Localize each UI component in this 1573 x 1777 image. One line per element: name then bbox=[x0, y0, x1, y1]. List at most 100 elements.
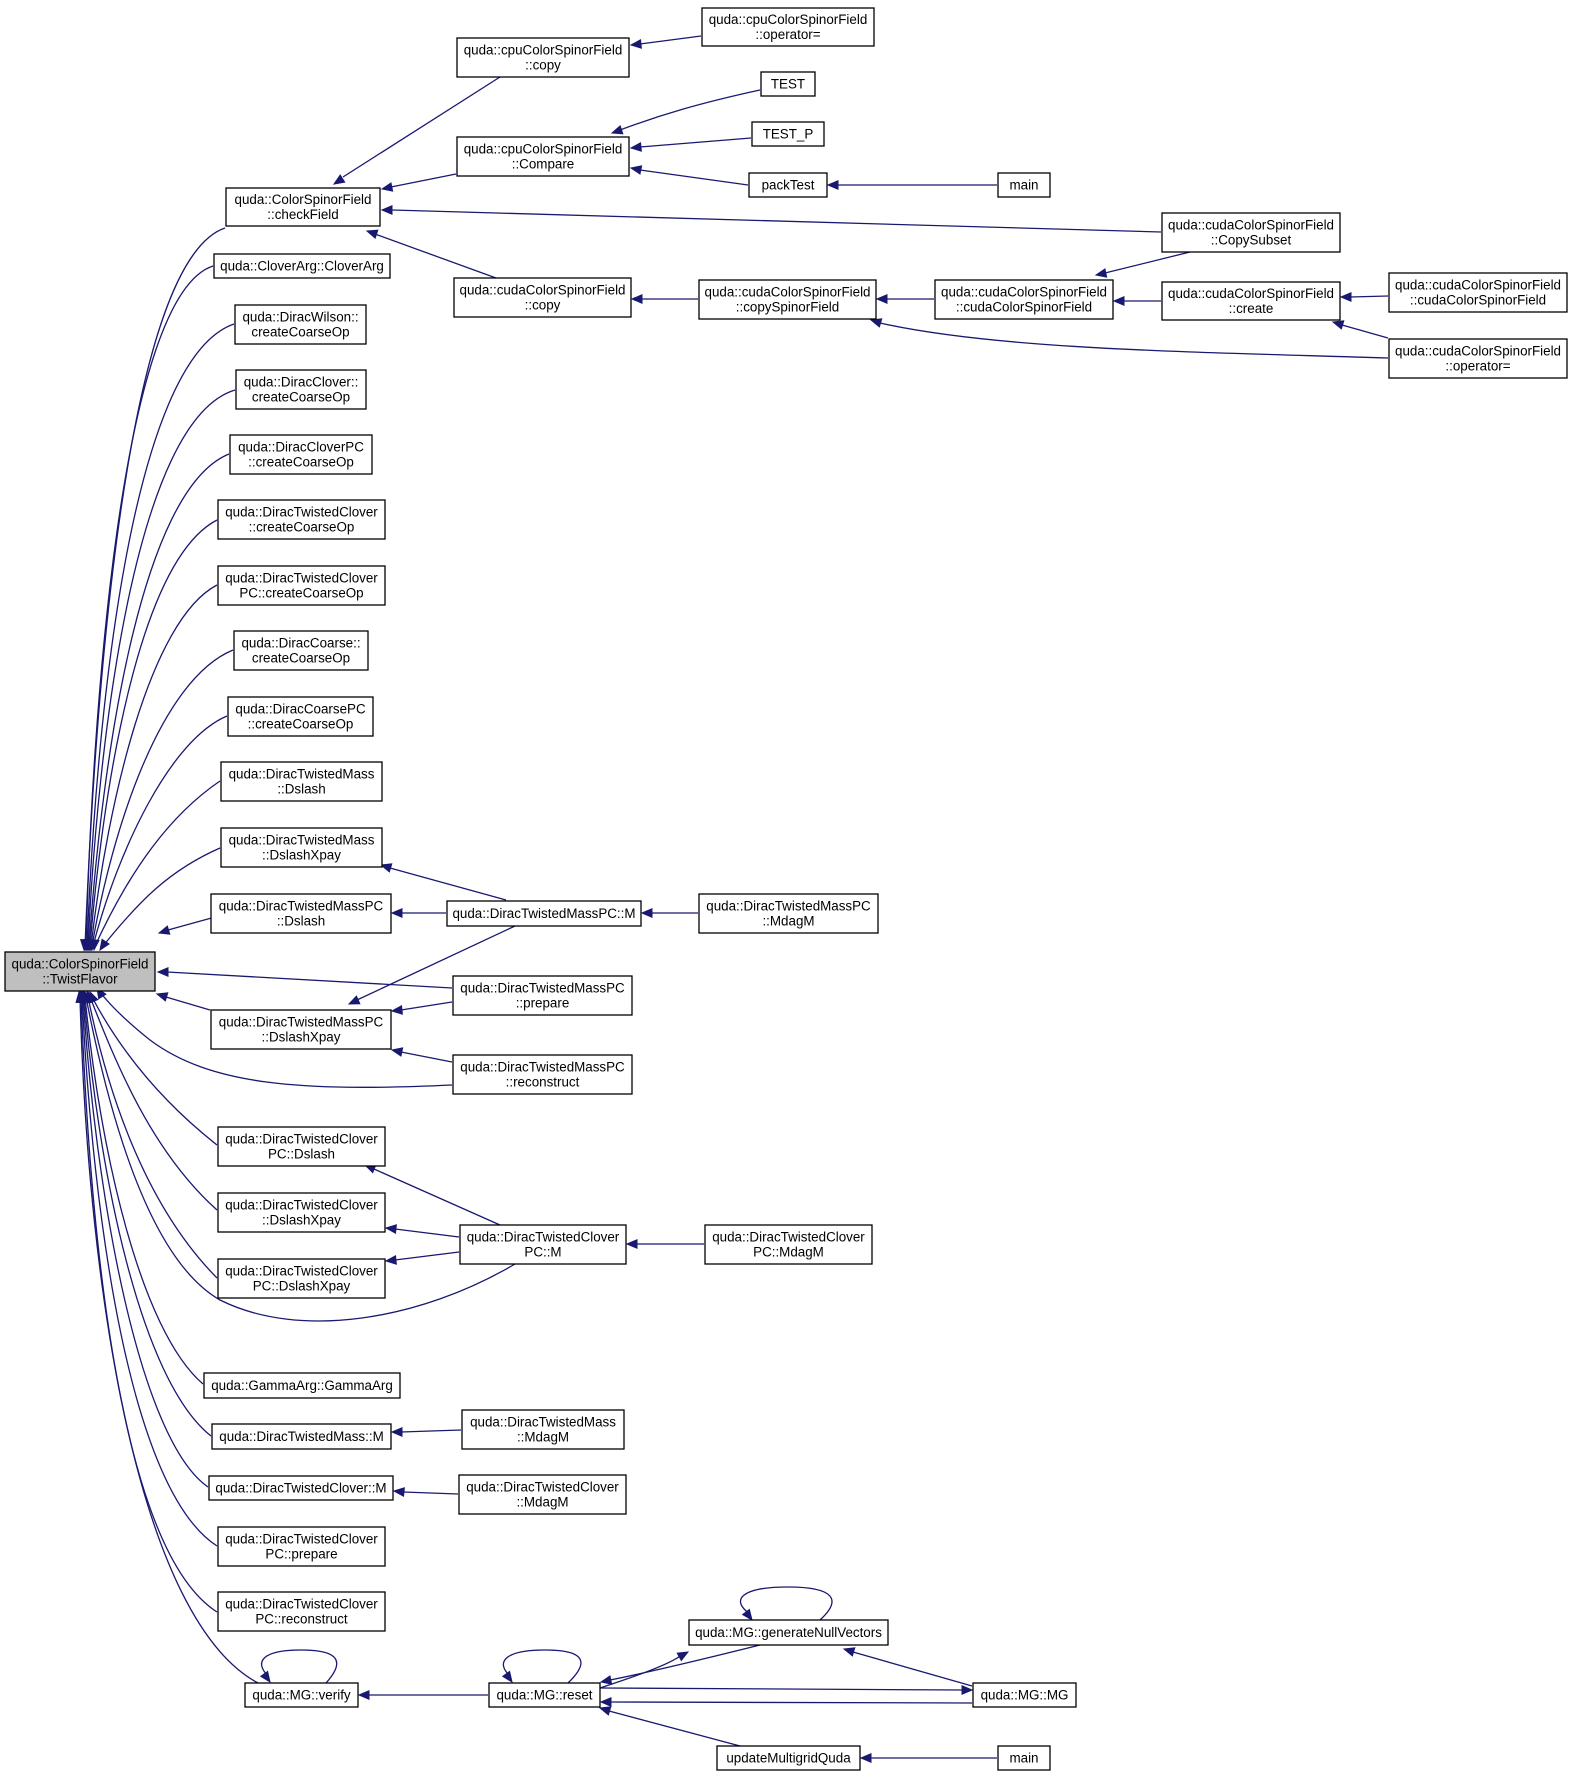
arrowhead-icon bbox=[390, 1427, 403, 1437]
node-box bbox=[698, 893, 879, 934]
graph-node[interactable]: quda::DiracTwistedCloverPC::createCoarse… bbox=[217, 565, 386, 606]
node-box bbox=[997, 172, 1051, 198]
call-edge bbox=[89, 780, 221, 952]
edge-line bbox=[88, 453, 230, 947]
node-label: quda::DiracTwistedClover::M bbox=[215, 1481, 386, 1496]
graph-node[interactable]: quda::DiracTwistedMassPC::Dslash bbox=[210, 893, 392, 934]
graph-node[interactable]: quda::DiracTwistedMassPC::MdagM bbox=[698, 893, 879, 934]
arrowhead-icon bbox=[1094, 268, 1108, 278]
graph-node[interactable]: quda::DiracTwistedMass::DslashXpay bbox=[220, 827, 383, 868]
node-label: quda::DiracTwistedMass bbox=[229, 767, 375, 782]
node-label: createCoarseOp bbox=[251, 325, 349, 340]
edge-line bbox=[89, 519, 218, 947]
call-edge bbox=[629, 35, 702, 49]
graph-node[interactable]: main bbox=[997, 1745, 1051, 1771]
arrowhead-icon bbox=[259, 1670, 271, 1684]
graph-node[interactable]: quda::cudaColorSpinorField::cudaColorSpi… bbox=[1388, 272, 1568, 313]
graph-node[interactable]: quda::DiracTwistedMassPC::reconstruct bbox=[452, 1054, 633, 1095]
graph-node[interactable]: quda::DiracTwistedMass::M bbox=[211, 1423, 392, 1450]
node-label: quda::MG::reset bbox=[496, 1688, 592, 1703]
arrowhead-icon bbox=[156, 967, 169, 977]
graph-node[interactable]: quda::ColorSpinorField::checkField bbox=[225, 187, 381, 227]
graph-node[interactable]: quda::cudaColorSpinorField::CopySubset bbox=[1161, 212, 1341, 253]
arrowhead-icon bbox=[629, 165, 643, 175]
node-label: ::Dslash bbox=[277, 914, 325, 929]
graph-node[interactable]: quda::DiracTwistedMassPC::M bbox=[446, 900, 642, 927]
arrowhead-icon bbox=[1339, 292, 1352, 302]
call-edge bbox=[501, 1649, 582, 1684]
graph-node[interactable]: quda::DiracCoarsePC::createCoarseOp bbox=[227, 696, 374, 737]
node-label: ::copySpinorField bbox=[736, 300, 839, 315]
call-edge bbox=[80, 990, 204, 1385]
edge-line bbox=[502, 1649, 582, 1684]
node-label: TEST bbox=[771, 77, 805, 92]
graph-node[interactable]: quda::MG::verify bbox=[244, 1682, 359, 1708]
graph-node[interactable]: updateMultigridQuda bbox=[716, 1745, 861, 1771]
node-box bbox=[997, 1745, 1051, 1771]
graph-node[interactable]: quda::DiracClover::createCoarseOp bbox=[235, 369, 367, 410]
graph-node[interactable]: quda::DiracWilson::createCoarseOp bbox=[234, 304, 367, 345]
graph-node[interactable]: quda::DiracTwistedMassPC::DslashXpay bbox=[210, 1009, 392, 1050]
graph-node[interactable]: quda::DiracTwistedClover::DslashXpay bbox=[217, 1192, 386, 1233]
graph-node[interactable]: quda::cpuColorSpinorField::operator= bbox=[701, 7, 875, 47]
graph-node[interactable]: quda::cudaColorSpinorField::create bbox=[1161, 281, 1341, 321]
graph-node[interactable]: quda::DiracTwistedClover::createCoarseOp bbox=[217, 499, 386, 540]
graph-node[interactable]: main bbox=[997, 172, 1051, 198]
node-box bbox=[1388, 338, 1568, 379]
edge-line bbox=[609, 1701, 973, 1704]
edge-line bbox=[639, 35, 702, 45]
arrowhead-icon bbox=[625, 1239, 638, 1249]
graph-node[interactable]: quda::cudaColorSpinorField::copy bbox=[453, 277, 632, 318]
node-label: quda::cudaColorSpinorField bbox=[1395, 344, 1561, 359]
graph-node[interactable]: quda::MG::MG bbox=[972, 1682, 1077, 1708]
node-label: quda::DiracCoarsePC bbox=[235, 702, 366, 717]
call-edge bbox=[739, 1586, 833, 1622]
node-label: ::cudaColorSpinorField bbox=[956, 300, 1092, 315]
graph-node[interactable]: packTest bbox=[748, 172, 828, 198]
graph-node[interactable]: quda::cpuColorSpinorField::copy bbox=[456, 37, 630, 78]
node-label: quda::DiracCloverPC bbox=[238, 440, 364, 455]
node-label: quda::cudaColorSpinorField bbox=[460, 283, 626, 298]
graph-node[interactable]: quda::cudaColorSpinorField::operator= bbox=[1388, 338, 1568, 379]
node-box bbox=[716, 1745, 861, 1771]
node-label: ::cudaColorSpinorField bbox=[1410, 293, 1546, 308]
focus-node[interactable]: quda::ColorSpinorField::TwistFlavor bbox=[4, 951, 156, 992]
graph-node[interactable]: quda::DiracTwistedMassPC::prepare bbox=[452, 975, 633, 1016]
call-edge bbox=[599, 1685, 974, 1695]
graph-node[interactable]: quda::MG::reset bbox=[488, 1682, 601, 1708]
graph-node[interactable]: quda::cpuColorSpinorField::Compare bbox=[456, 136, 630, 177]
graph-node[interactable]: TEST bbox=[760, 71, 816, 97]
graph-node[interactable]: quda::DiracTwistedClover::MdagM bbox=[458, 1474, 627, 1515]
arrowhead-icon bbox=[380, 182, 394, 192]
call-edge bbox=[392, 1487, 459, 1497]
graph-node[interactable]: quda::CloverArg::CloverArg bbox=[213, 253, 391, 279]
arrowhead-icon bbox=[390, 1005, 403, 1015]
graph-node[interactable]: quda::GammaArg::GammaArg bbox=[203, 1372, 401, 1399]
graph-node[interactable]: quda::DiracTwistedMass::Dslash bbox=[220, 761, 383, 802]
graph-node[interactable]: quda::DiracCoarse::createCoarseOp bbox=[233, 630, 369, 671]
node-box bbox=[456, 136, 630, 177]
call-edge bbox=[630, 294, 698, 304]
arrowhead-icon bbox=[741, 1608, 753, 1622]
graph-node[interactable]: quda::DiracCloverPC::createCoarseOp bbox=[229, 434, 373, 475]
node-box bbox=[461, 1409, 625, 1450]
arrowhead-icon bbox=[826, 180, 839, 190]
graph-node[interactable]: TEST_P bbox=[751, 121, 825, 147]
node-label: main bbox=[1009, 178, 1038, 193]
graph-node[interactable]: quda::cudaColorSpinorField::cudaColorSpi… bbox=[934, 279, 1114, 320]
call-edge bbox=[89, 990, 218, 1146]
graph-node[interactable]: quda::cudaColorSpinorField::copySpinorFi… bbox=[698, 279, 877, 320]
node-box bbox=[452, 1054, 633, 1095]
edge-line bbox=[79, 996, 259, 1684]
arrowhead-icon bbox=[99, 938, 110, 952]
graph-node[interactable]: quda::DiracTwistedMass::MdagM bbox=[461, 1409, 625, 1450]
graph-node[interactable]: quda::DiracTwistedClover::M bbox=[208, 1475, 394, 1501]
graph-node[interactable]: quda::MG::generateNullVectors bbox=[688, 1619, 889, 1646]
node-box bbox=[203, 1372, 401, 1399]
